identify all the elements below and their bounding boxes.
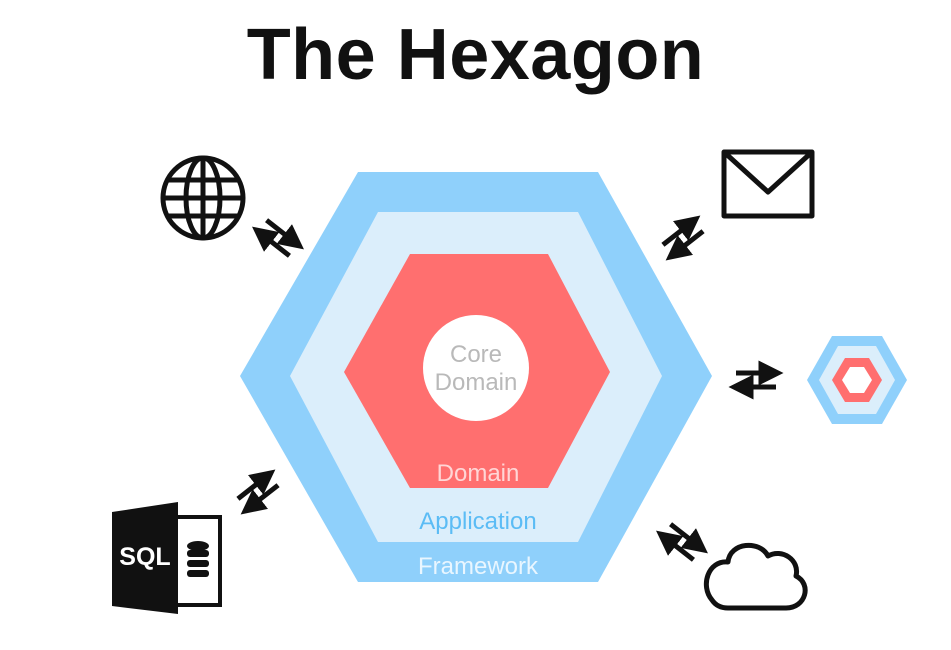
swap-arrows-icon [258,220,298,256]
framework-label: Framework [418,553,539,580]
domain-label: Domain [437,460,520,487]
swap-arrows-icon [238,474,278,510]
core-label-line2: Domain [435,369,518,396]
page-title: The Hexagon [246,15,705,95]
swap-arrows-icon [736,373,776,387]
core-label-line1: Core [450,341,502,368]
core-domain-circle [423,315,529,421]
sql-database-icon: SQL [112,502,222,614]
cloud-icon [703,542,808,611]
globe-icon [160,155,246,241]
hexagon-logo-icon [807,336,907,424]
envelope-icon [721,149,815,219]
application-label: Application [419,508,536,535]
sql-label: SQL [119,543,170,571]
swap-arrows-icon [662,524,702,560]
swap-arrows-icon [663,220,703,256]
